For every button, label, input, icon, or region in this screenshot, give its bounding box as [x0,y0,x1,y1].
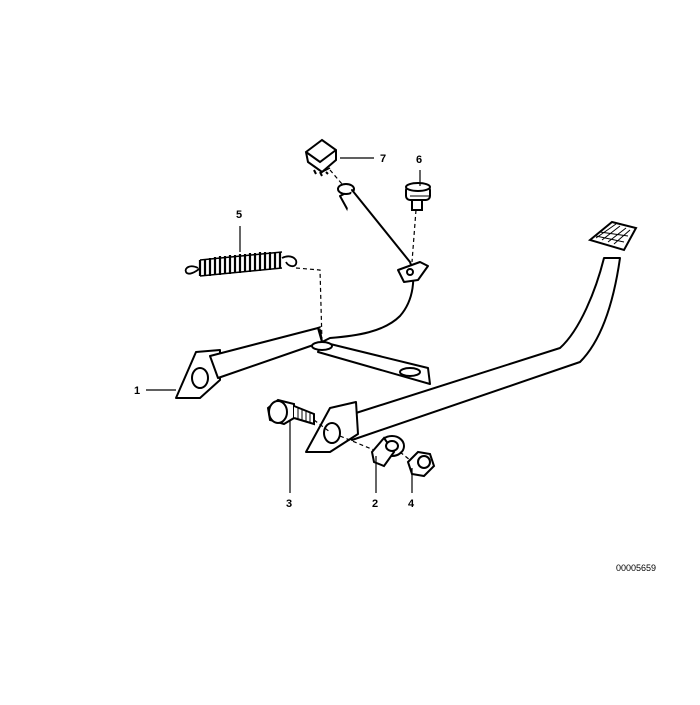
cross-tube [317,341,431,385]
leader-lines [146,157,421,493]
bracket-hole [406,268,414,276]
diagram-part-number: 00005659 [616,563,656,573]
callout-3: 3 [286,498,292,510]
left-leg-tube [209,327,323,379]
tube-end-open [337,183,355,195]
part-5-spring [184,251,298,277]
assembly-path-nut [339,435,411,461]
assembly-path-bolt [313,419,331,433]
right-leg-tube [333,257,621,441]
part-6-rubber-buffer [405,182,431,211]
spring-hook-left [184,265,201,275]
lug-left [311,341,333,351]
assembly-path-buffer [411,209,417,263]
part-2-bushing [370,435,405,468]
left-foot-hole [191,367,209,389]
right-foot-hole [323,422,341,444]
spring-hook-right [281,255,298,268]
foot-pedal-texture [595,223,631,245]
callout-1: 1 [134,385,140,397]
callout-2: 2 [372,498,378,510]
left-arm-outer [319,189,415,343]
foot-pedal [587,220,638,252]
part-7-rubber-cap [304,138,337,177]
spring-coils [198,251,283,277]
lug-right [399,367,421,377]
callouts: 1 2 3 4 5 6 7 [134,153,422,510]
callout-7: 7 [380,153,386,165]
part-4-nut [406,450,436,478]
callout-4: 4 [408,498,415,510]
center-stand-frame [175,183,621,453]
part-3-bolt [266,398,315,426]
assembly-path-cap [329,169,343,185]
callout-5: 5 [236,209,242,221]
callout-6: 6 [416,154,422,166]
assembly-path-spring [295,267,323,343]
